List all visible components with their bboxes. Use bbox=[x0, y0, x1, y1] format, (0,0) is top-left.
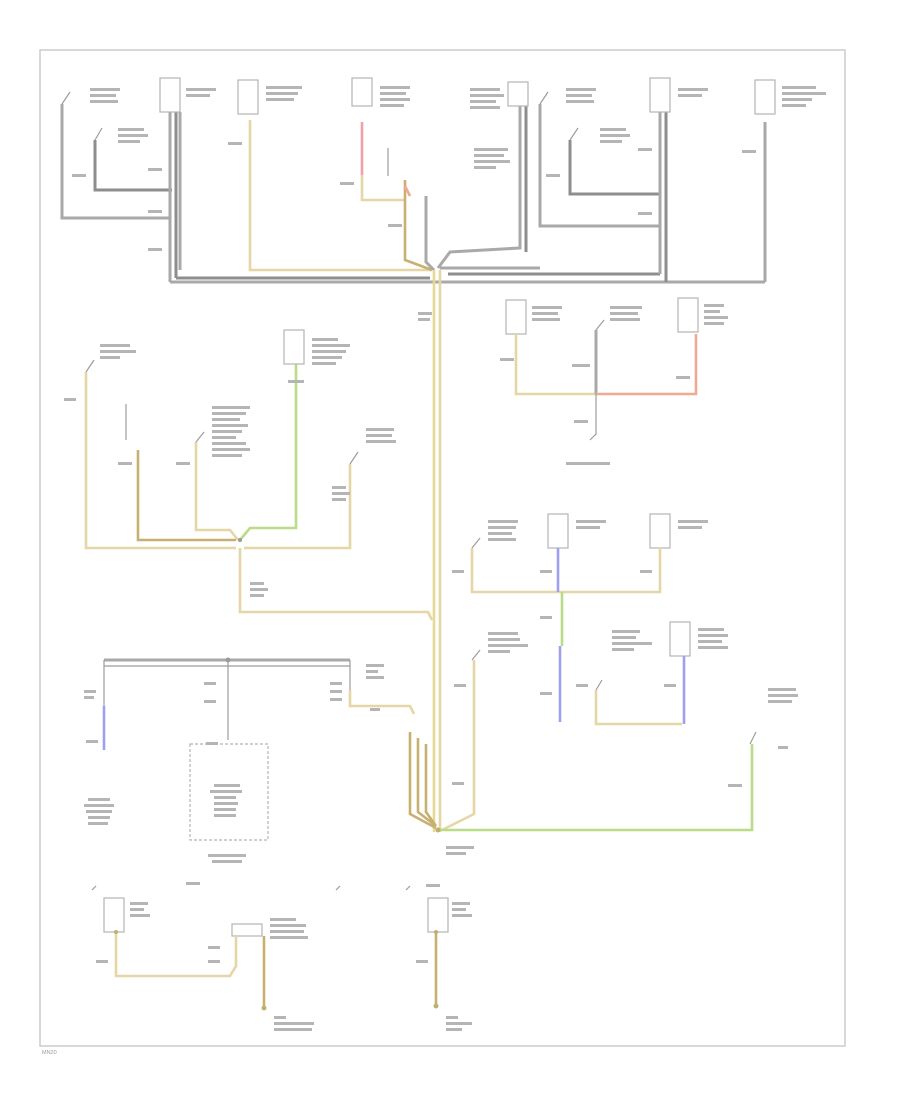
right-middle-cluster bbox=[452, 513, 798, 787]
lower-left-block bbox=[84, 657, 438, 863]
diagram-border bbox=[39, 49, 846, 1047]
diagram-code-label: MN20 bbox=[42, 1050, 57, 1056]
main-trunk bbox=[418, 270, 442, 832]
left-middle-cluster bbox=[64, 329, 434, 621]
upper-right-cluster bbox=[500, 297, 728, 465]
bottom-section bbox=[91, 882, 472, 1031]
top-sensor-section bbox=[60, 77, 826, 284]
ground-bus bbox=[435, 660, 754, 855]
